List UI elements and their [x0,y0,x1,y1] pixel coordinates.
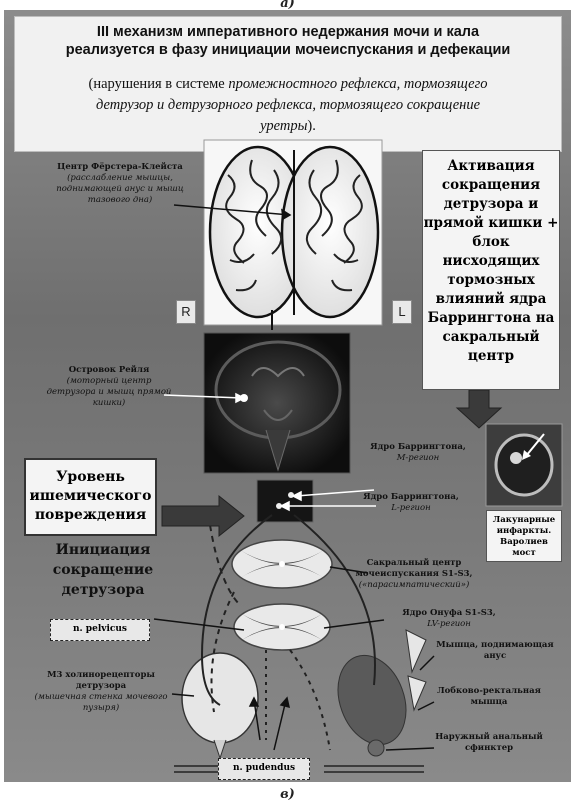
diagram-panel: III механизм императивного недержания мо… [4,10,571,782]
sacral-center-desc: («парасимпатический») [334,580,494,591]
barrington-m-label: Ядро Баррингтона, M-регион [359,442,477,464]
onuf-nucleus-desc: LV-регион [384,619,514,630]
brain-illustration [204,140,382,325]
barrington-m-desc: M-регион [359,453,477,464]
m3-receptors-desc: (мышечная стенка мочевого пузыря) [26,692,176,714]
forster-kleist-label: Центр Фёрстера-Клейста (расслабление мыш… [54,162,186,206]
left-hemisphere-marker: L [392,300,412,324]
levator-ani-label: Мышца, поднимающая анус [434,640,556,662]
m3-receptors-label: М3 холинорецепторы детрузора (мышечная с… [26,670,176,714]
barrington-l-desc: L-регион [337,503,485,514]
spinal-segment-lower [234,604,330,650]
reil-island-title: Островок Рейля [44,365,174,376]
reil-island-desc: (моторный центр детрузора и мышц прямой … [44,376,174,409]
spinal-segment-upper [232,540,332,588]
lacunar-infarct-image [486,424,562,506]
onuf-nucleus-label: Ядро Онуфа S1-S3, LV-регион [384,608,514,630]
pelvic-nerve-box: n. pelvicus [50,619,150,641]
onuf-nucleus-title: Ядро Онуфа S1-S3, [384,608,514,619]
m3-receptors-title: М3 холинорецепторы детрузора [26,670,176,692]
barrington-l-label: Ядро Баррингтона, L-регион [337,492,485,514]
activation-box: Активация сокращения детрузора и прямой … [422,150,560,390]
sacral-center-title: Сакральный центр мочеиспускания S1-S3, [334,558,494,580]
figure-caption-bottom: в) [0,787,575,802]
sacral-center-label: Сакральный центр мочеиспускания S1-S3, (… [334,558,494,591]
external-anal-sphincter-label: Наружный анальный сфинктер [434,732,544,754]
puborectal-muscle-label: Лобково-ректальная мышца [434,686,544,708]
forster-kleist-title: Центр Фёрстера-Клейста [54,162,186,173]
detrusor-initiation-label: Инициация сокращение детрузора [28,540,178,600]
brainstem-image [257,480,313,522]
bladder-illustration [174,653,264,772]
pudendal-nerve-box: n. pudendus [218,758,310,780]
barrington-l-title: Ядро Баррингтона, [337,492,485,503]
lacunar-infarct-caption: Лакунарные инфаркты. Варолиев мост [486,510,562,562]
mri-brain-image [204,333,350,473]
forster-kleist-desc: (расслабление мышцы, поднимающей анус и … [54,173,186,206]
right-hemisphere-marker: R [176,300,196,324]
ischemia-level-box: Уровень ишемического повреждения [24,458,157,536]
barrington-m-title: Ядро Баррингтона, [359,442,477,453]
reil-island-label: Островок Рейля (моторный центр детрузора… [44,365,174,409]
